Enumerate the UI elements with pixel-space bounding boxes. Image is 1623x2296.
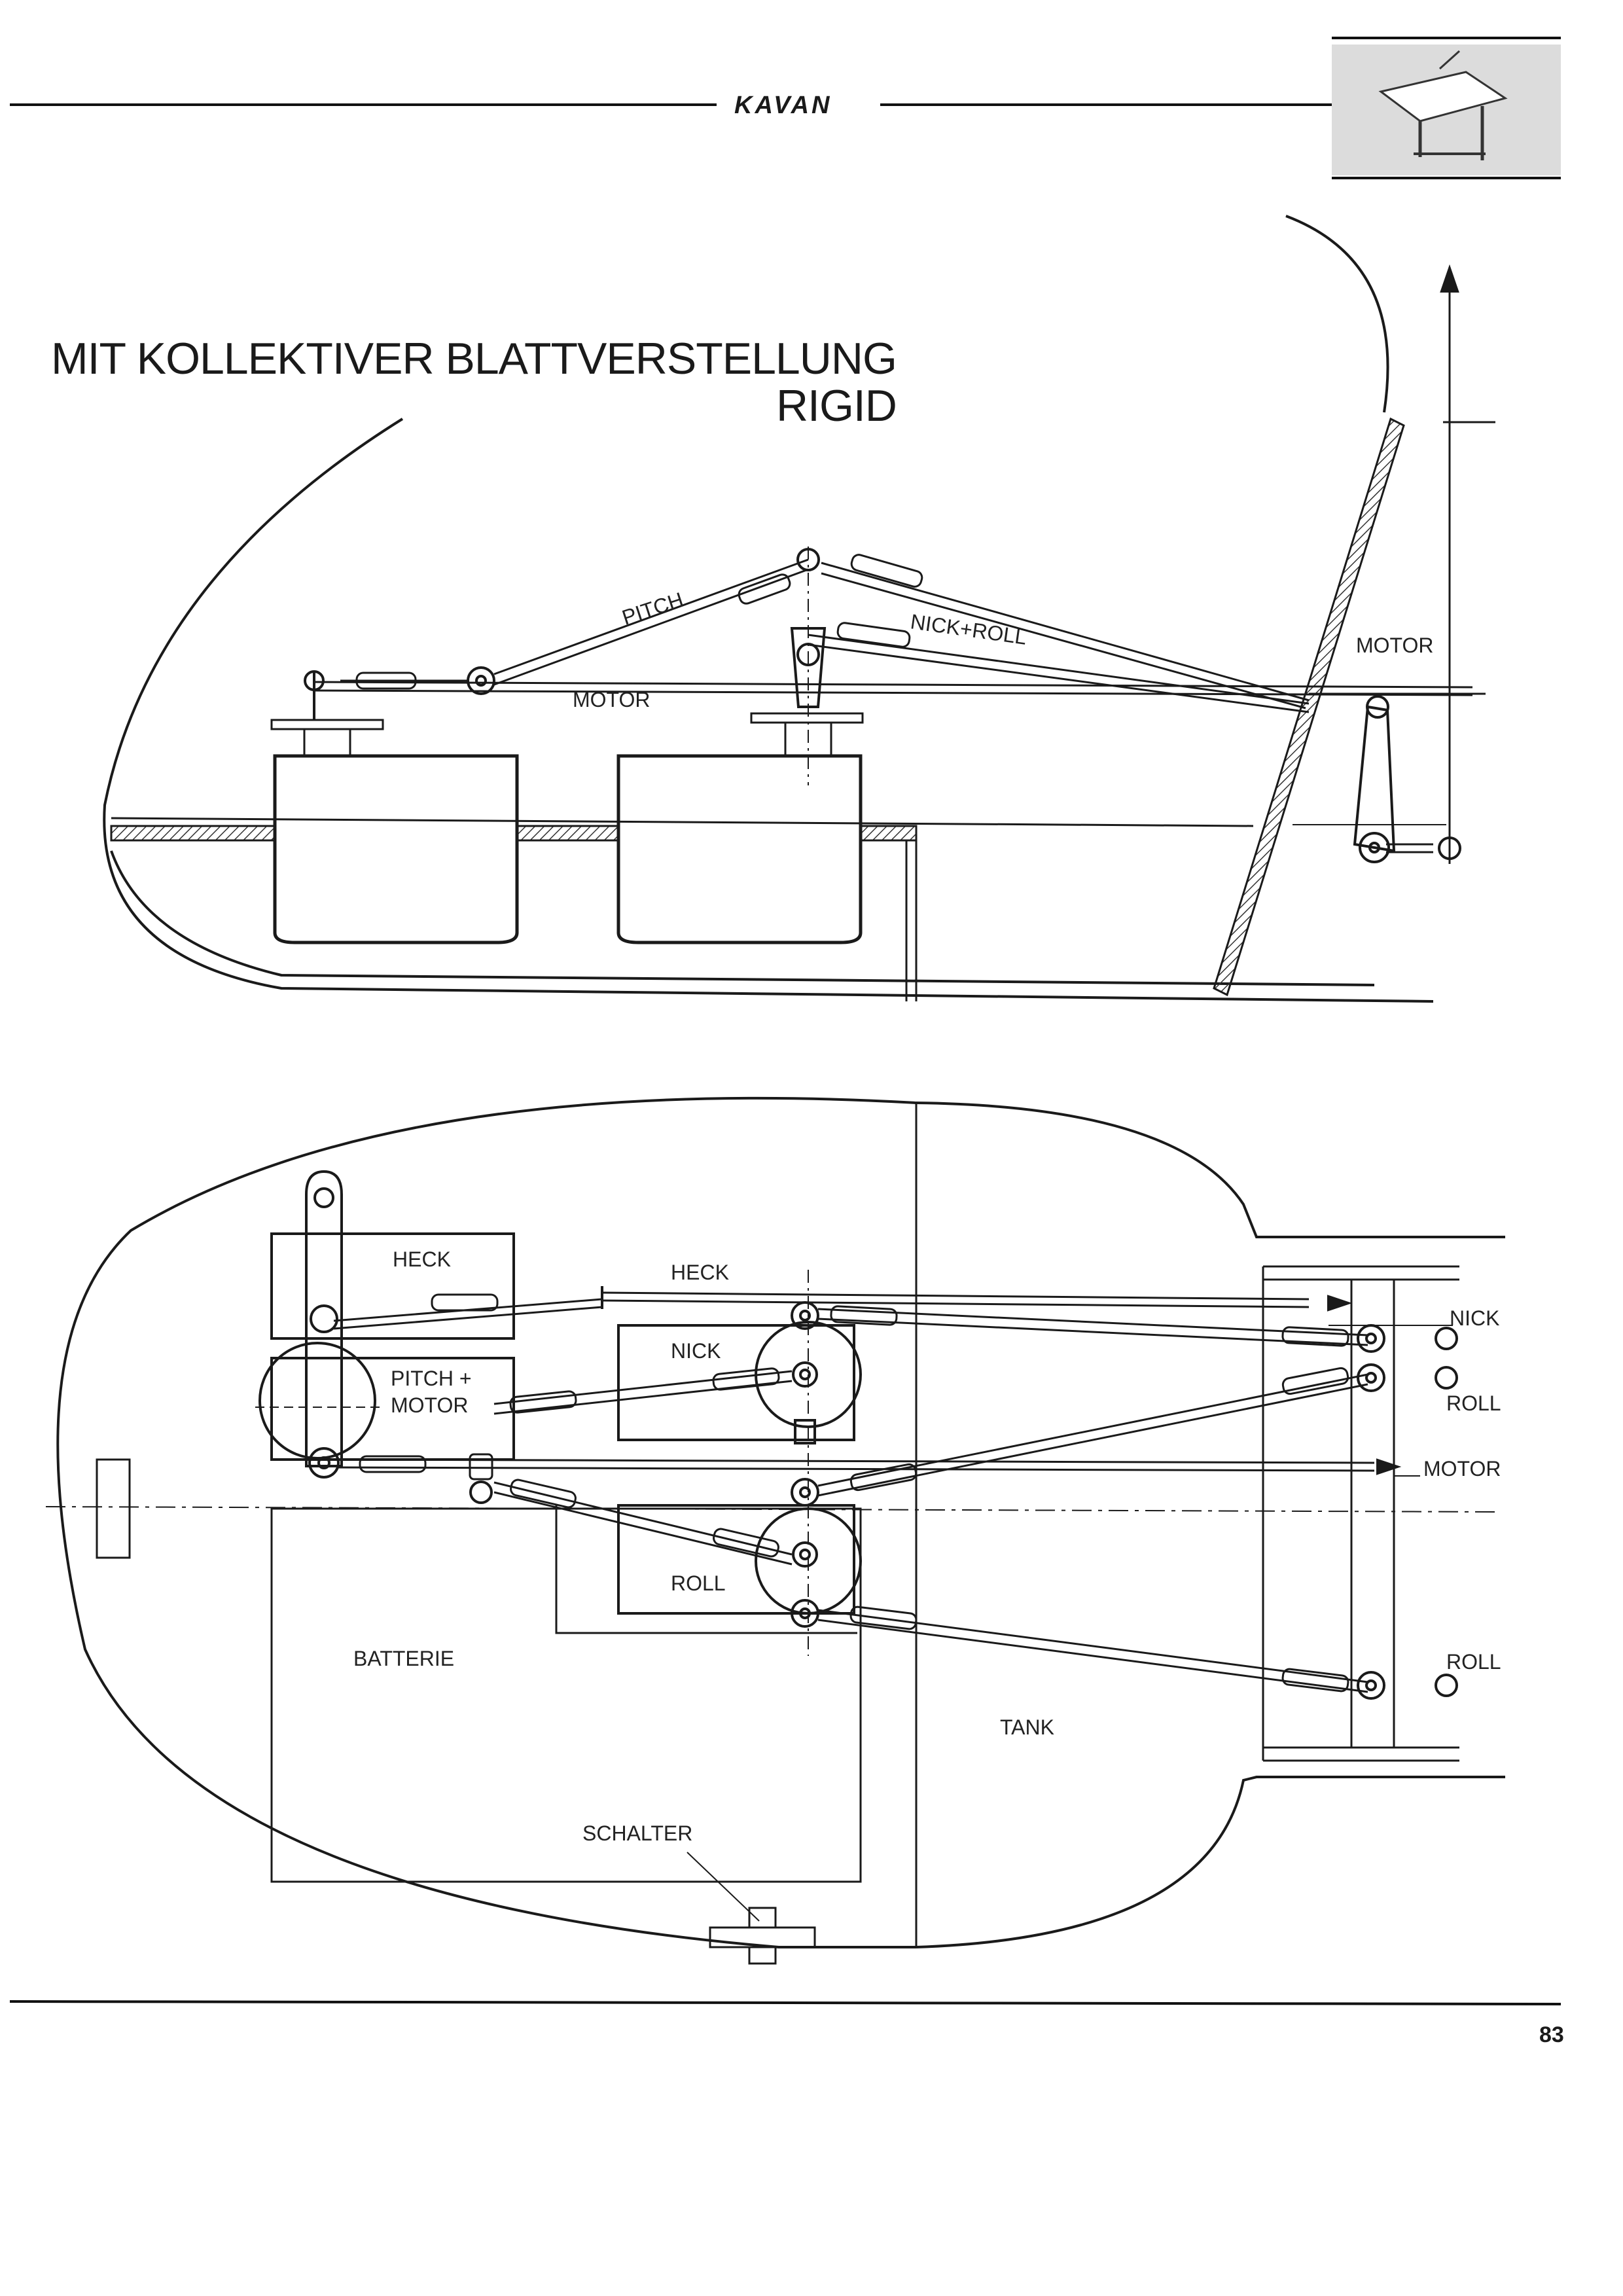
- top-view-labels: HECK HECK PITCH + MOTOR NICK ROLL NICK R…: [353, 1247, 1501, 1845]
- label-motor-right: MOTOR: [1356, 634, 1434, 657]
- label-heck-rod: HECK: [671, 1261, 729, 1284]
- footer-rule: [9, 2000, 1561, 2005]
- side-view: [103, 215, 1495, 1003]
- label-pitch-motor-1: PITCH +: [391, 1367, 472, 1390]
- label-motor-side: MOTOR: [573, 688, 651, 711]
- label-pitch: PITCH: [619, 588, 686, 630]
- page-number: 83: [1539, 2022, 1564, 2047]
- kavan-logo: KAVAN: [726, 92, 840, 120]
- header-thumbnail: [1332, 37, 1561, 179]
- title-line-2: RIGID: [776, 381, 897, 431]
- label-motor-out: MOTOR: [1423, 1457, 1501, 1480]
- label-schalter: SCHALTER: [582, 1821, 692, 1845]
- label-roll-out-1: ROLL: [1446, 1391, 1501, 1415]
- title-line-1: MIT KOLLEKTIVER BLATTVERSTELLUNG: [51, 334, 897, 384]
- top-view: [45, 1096, 1505, 1965]
- label-batterie: BATTERIE: [353, 1647, 454, 1670]
- label-nick-servo: NICK: [671, 1339, 721, 1363]
- page-title: MIT KOLLEKTIVER BLATTVERSTELLUNG RIGID: [51, 335, 897, 429]
- label-pitch-motor-2: MOTOR: [391, 1393, 469, 1417]
- label-roll-out-2: ROLL: [1446, 1650, 1501, 1674]
- label-nick-out: NICK: [1450, 1306, 1499, 1330]
- label-tank: TANK: [1000, 1715, 1054, 1739]
- label-roll-servo: ROLL: [671, 1571, 726, 1595]
- label-heck-servo: HECK: [393, 1247, 451, 1271]
